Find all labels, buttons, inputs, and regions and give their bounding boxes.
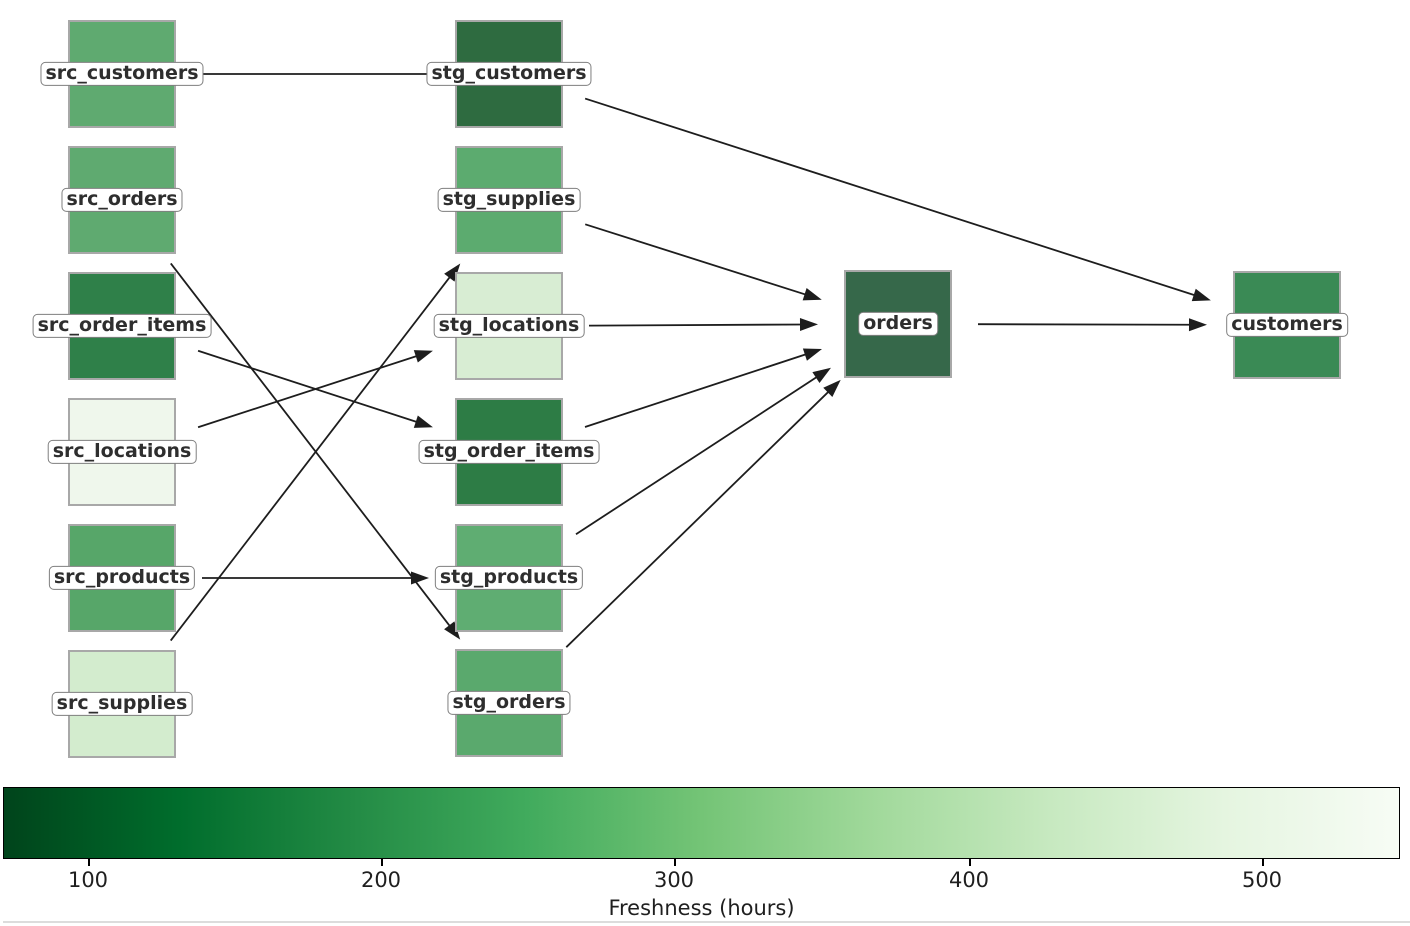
node-stg_orders-label: stg_orders xyxy=(447,690,571,716)
edge-arrowhead xyxy=(802,288,822,301)
node-stg_supplies-label: stg_supplies xyxy=(437,187,581,213)
edge-arrowhead xyxy=(1191,288,1211,302)
edge-orders-customers xyxy=(977,318,1208,332)
colorbar-tick-label: 100 xyxy=(67,868,109,892)
edge-line xyxy=(170,262,454,631)
colorbar-tick-label: 400 xyxy=(948,868,990,892)
colorbar-tick-label: 500 xyxy=(1241,868,1283,892)
edge-stg_order_items-orders xyxy=(584,348,823,428)
edge-line xyxy=(977,323,1196,326)
edge-line xyxy=(588,323,807,327)
node-customers-label: customers xyxy=(1226,312,1348,338)
edge-line xyxy=(584,223,811,297)
edge-stg_locations-orders xyxy=(588,318,819,332)
edge-src_customers-stg_customers xyxy=(202,67,447,81)
colorbar-tick-label: 200 xyxy=(360,868,402,892)
edge-line xyxy=(170,272,454,642)
colorbar-tick xyxy=(674,859,676,866)
node-stg_locations-label: stg_locations xyxy=(433,313,585,339)
edge-src_products-stg_products xyxy=(202,571,429,585)
colorbar-tick xyxy=(1262,859,1264,866)
edge-arrowhead xyxy=(802,348,823,361)
edge-stg_supplies-orders xyxy=(584,223,822,301)
edge-arrowhead xyxy=(444,263,461,282)
colorbar-gradient xyxy=(3,787,1400,859)
colorbar-tick-label: 300 xyxy=(653,868,695,892)
edge-line xyxy=(584,97,1200,298)
edge-stg_customers-customers xyxy=(584,97,1211,302)
colorbar-tick xyxy=(969,859,971,866)
node-src_locations-label: src_locations xyxy=(47,439,197,465)
colorbar-tick xyxy=(88,859,90,866)
node-stg_order_items-label: stg_order_items xyxy=(418,439,600,465)
edge-line xyxy=(197,353,422,429)
edge-arrowhead xyxy=(799,318,819,332)
edge-src_supplies-stg_supplies xyxy=(170,263,461,642)
edge-src_orders-stg_orders xyxy=(170,262,461,640)
edge-line xyxy=(575,373,822,536)
node-stg_products-label: stg_products xyxy=(434,565,584,591)
colorbar-tick xyxy=(381,859,383,866)
node-orders-label: orders xyxy=(858,311,938,337)
node-src_orders-label: src_orders xyxy=(61,187,183,213)
edge-stg_products-orders xyxy=(575,367,832,536)
edge-line xyxy=(197,349,422,425)
edge-arrowhead xyxy=(413,415,433,428)
edge-arrowhead xyxy=(411,571,429,585)
node-src_products-label: src_products xyxy=(48,565,196,591)
edge-src_order_items-stg_order_items xyxy=(197,349,433,428)
node-src_customers-label: src_customers xyxy=(40,61,204,87)
edge-src_locations-stg_locations xyxy=(197,350,433,429)
edge-arrowhead xyxy=(1188,318,1208,332)
edge-arrowhead xyxy=(812,367,832,384)
node-src_order_items-label: src_order_items xyxy=(32,313,212,339)
edge-line xyxy=(584,351,811,428)
edge-line xyxy=(565,387,833,648)
colorbar-axis-label: Freshness (hours) xyxy=(608,896,795,920)
edge-arrowhead xyxy=(823,379,841,398)
edge-arrowhead xyxy=(413,350,433,363)
node-stg_customers-label: stg_customers xyxy=(426,61,592,87)
edge-stg_orders-orders xyxy=(565,379,841,648)
edge-arrowhead xyxy=(444,621,461,640)
node-src_supplies-label: src_supplies xyxy=(51,691,193,717)
figure-bottom-border xyxy=(3,921,1410,923)
